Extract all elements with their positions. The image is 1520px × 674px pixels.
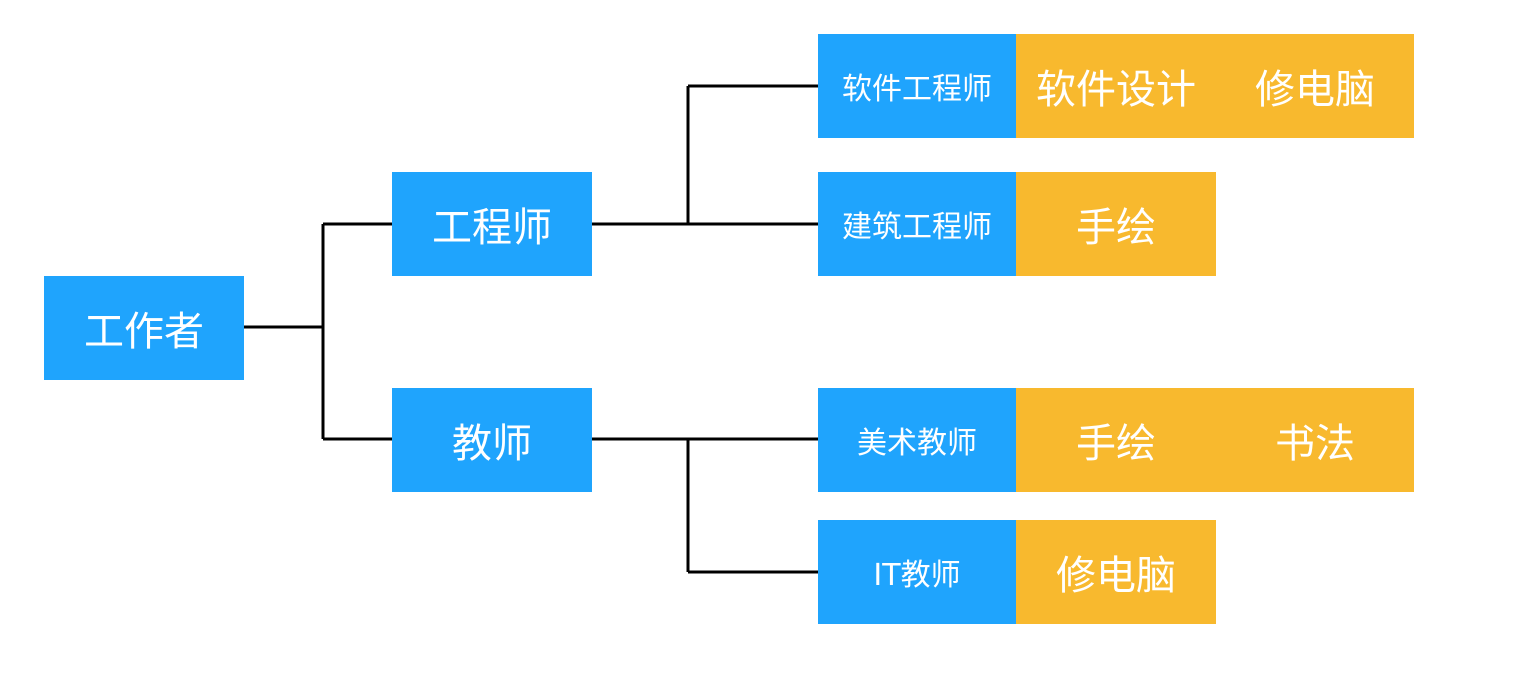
leaf-node-software-engineer: 软件工程师 [818,34,1016,138]
skills-architect-engineer: 手绘 [1016,172,1216,276]
leaf-node-art-teacher: 美术教师 [818,388,1016,492]
branch-node-teacher: 教师 [392,388,592,492]
skill-tag: 软件设计 [1036,67,1196,113]
root-node-worker: 工作者 [44,276,244,380]
skill-tag: 书法 [1275,421,1355,467]
skill-tag: 修电脑 [1056,553,1176,599]
leaf-node-architect-engineer: 建筑工程师 [818,172,1016,276]
skill-tag: 手绘 [1076,205,1156,251]
skills-software-engineer: 软件设计 修电脑 [1016,34,1414,138]
skills-it-teacher: 修电脑 [1016,520,1216,624]
skill-tag: 修电脑 [1255,67,1375,113]
skill-tag: 手绘 [1076,421,1156,467]
skills-art-teacher: 手绘 书法 [1016,388,1414,492]
branch-node-engineer: 工程师 [392,172,592,276]
leaf-node-it-teacher: IT教师 [818,520,1016,624]
